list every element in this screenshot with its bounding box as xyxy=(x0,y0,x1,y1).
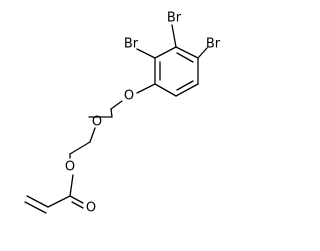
molecule-diagram: Br Br Br O O O O xyxy=(24,11,221,216)
atom-br-right: Br xyxy=(206,37,221,52)
bond-c-br-left xyxy=(136,48,156,59)
ring-bond xyxy=(175,46,199,59)
ring-bond xyxy=(154,83,177,97)
bond-carbonyl-double-2 xyxy=(71,201,84,209)
bond-carbonyl-double xyxy=(69,195,84,204)
bond-c-br-top xyxy=(171,24,177,48)
bond-o-ch2-b xyxy=(89,127,96,143)
bond-c-vinyl xyxy=(47,195,71,208)
bond-ch2-ch2 xyxy=(110,108,113,118)
atom-o-ester: O xyxy=(65,160,75,175)
atom-br-left: Br xyxy=(124,37,139,52)
ring-double-bond xyxy=(176,80,194,91)
ring-bond xyxy=(175,83,199,97)
ring-double-bond xyxy=(176,52,194,63)
ring-bond xyxy=(154,46,177,59)
atom-o-carbonyl: O xyxy=(86,201,96,216)
bond-ch2-ch2-c xyxy=(69,141,91,155)
bond-vinyl-double-2 xyxy=(24,201,47,214)
bond-c-o-aryl xyxy=(136,83,156,94)
atom-o-ether: O xyxy=(92,115,102,130)
atom-o-aryl-ether: O xyxy=(124,89,134,104)
atom-br-top: Br xyxy=(167,11,182,26)
bond-vinyl-double xyxy=(26,195,49,208)
bond-o-carbonyl-c xyxy=(69,174,74,197)
bond-o-ch2 xyxy=(110,100,123,110)
bond-c-br-right xyxy=(197,47,208,59)
benzene-ring xyxy=(154,46,199,97)
